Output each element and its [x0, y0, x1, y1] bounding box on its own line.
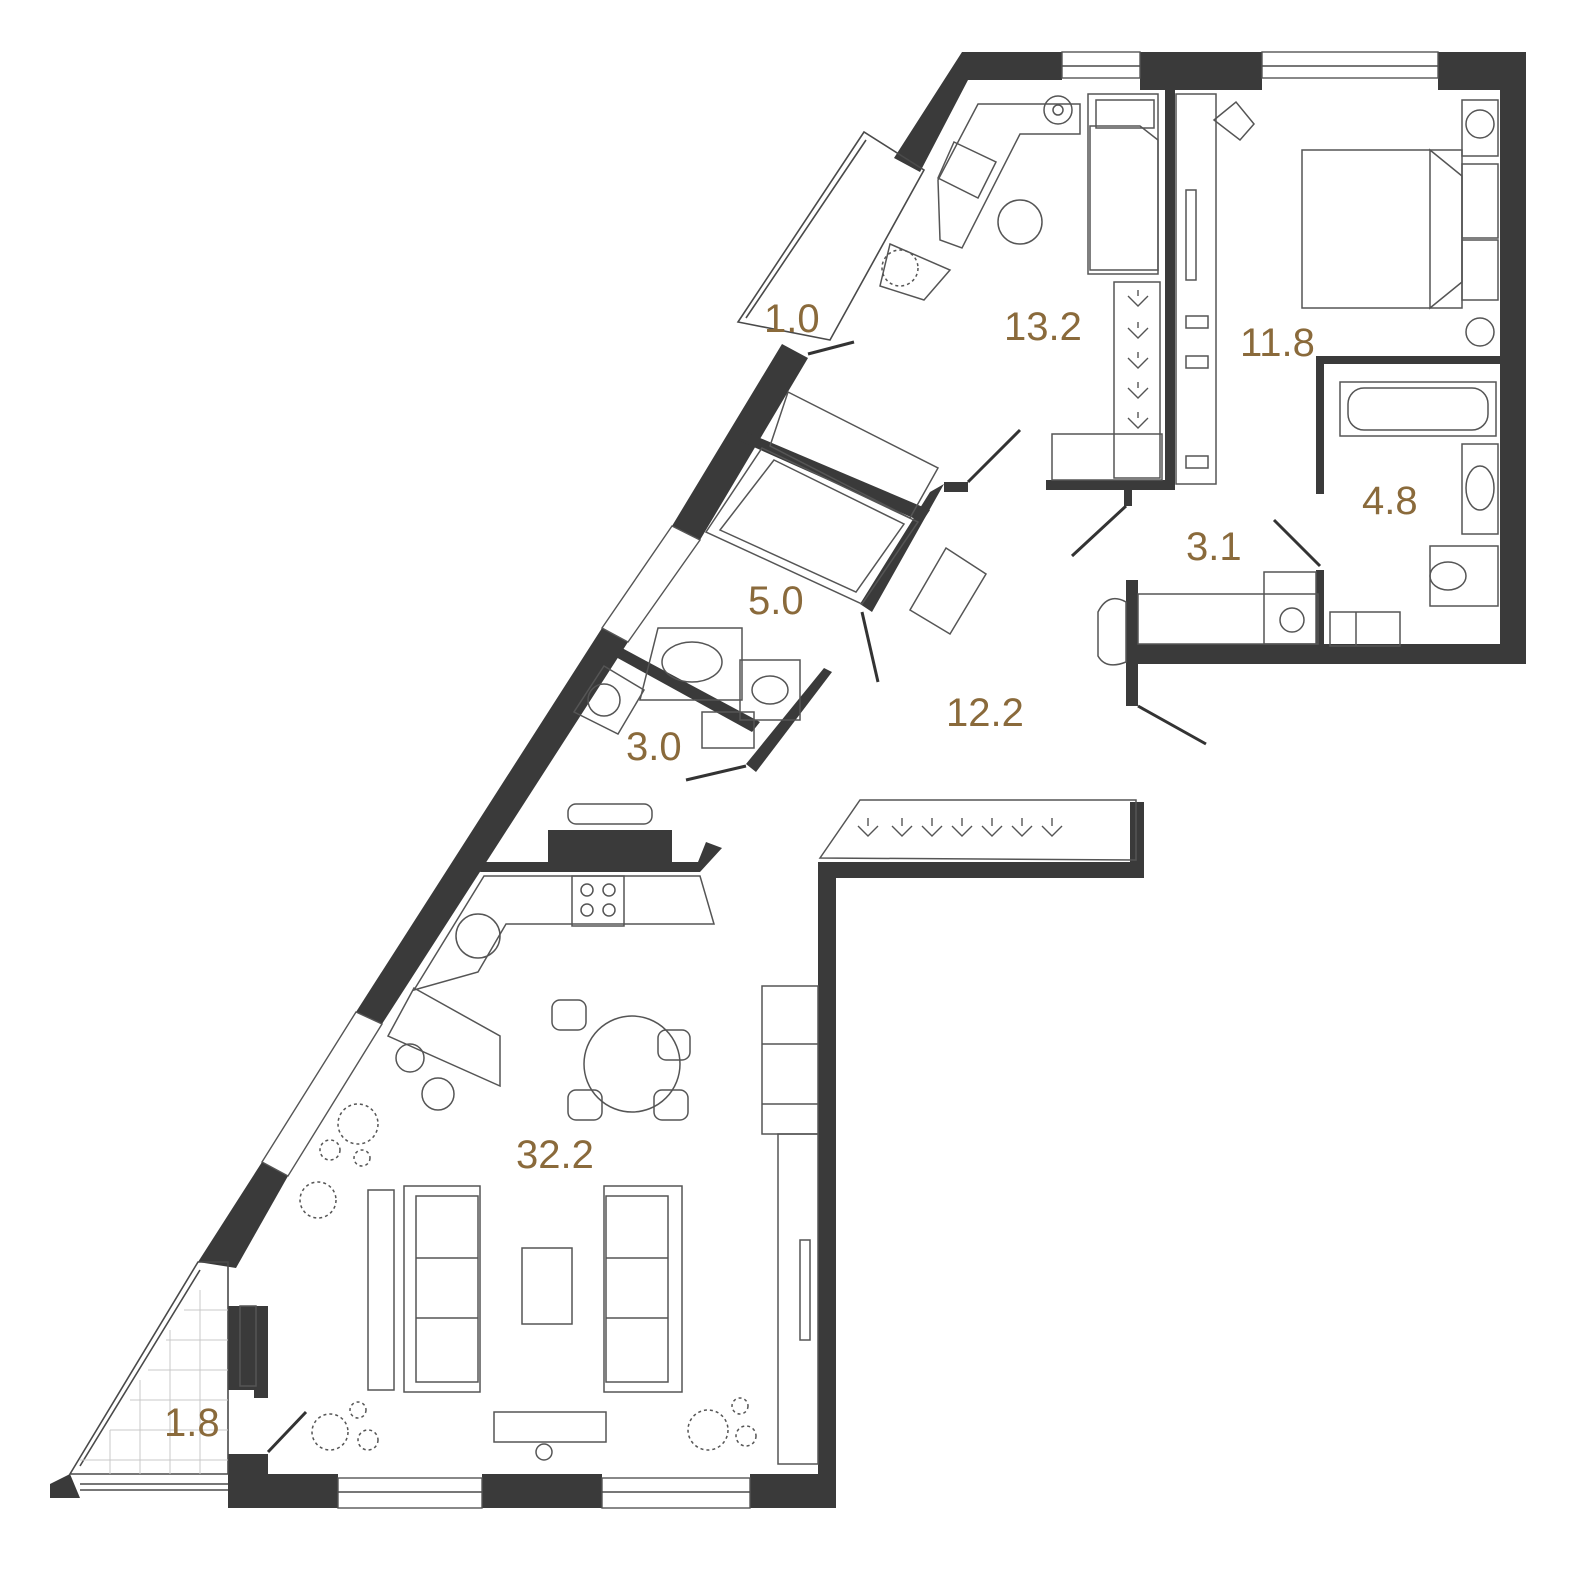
area-label-balcony-bottom: 1.8	[164, 1401, 220, 1445]
area-label-bathroom: 5.0	[748, 579, 804, 623]
outer-walls	[50, 52, 1526, 1508]
area-labels: 1.0 13.2 11.8 4.8 3.1 5.0 3.0 12.2 32.2 …	[164, 297, 1418, 1445]
area-label-laundry: 3.0	[626, 725, 682, 769]
balcony-tiles	[80, 1290, 228, 1474]
windows	[261, 51, 1439, 1509]
bedroom-furniture	[1175, 93, 1499, 485]
study-furniture	[879, 93, 1163, 481]
laundry-fixtures	[567, 664, 755, 825]
bathroom-fixtures	[639, 390, 940, 721]
hall-hangers	[857, 818, 1063, 837]
dining-furniture	[551, 999, 691, 1121]
doors	[266, 340, 1322, 1454]
area-label-study: 13.2	[1004, 305, 1082, 349]
living-furniture	[239, 985, 819, 1465]
area-label-wardrobe: 3.1	[1186, 525, 1242, 569]
master-bath-fixtures	[1329, 381, 1499, 647]
area-label-hall: 12.2	[946, 691, 1024, 735]
kitchen-furniture	[386, 875, 715, 1111]
area-label-living-kitchen: 32.2	[516, 1133, 594, 1177]
hall-furniture	[818, 546, 1137, 861]
area-label-balcony-top: 1.0	[764, 297, 820, 341]
area-label-master-bath: 4.8	[1362, 479, 1418, 523]
study-hangers	[1127, 290, 1149, 429]
balcony-outlines	[68, 130, 926, 1491]
wardrobe-fixtures	[1097, 571, 1319, 666]
plant-icons	[299, 249, 919, 1451]
area-label-bedroom: 11.8	[1240, 321, 1315, 365]
